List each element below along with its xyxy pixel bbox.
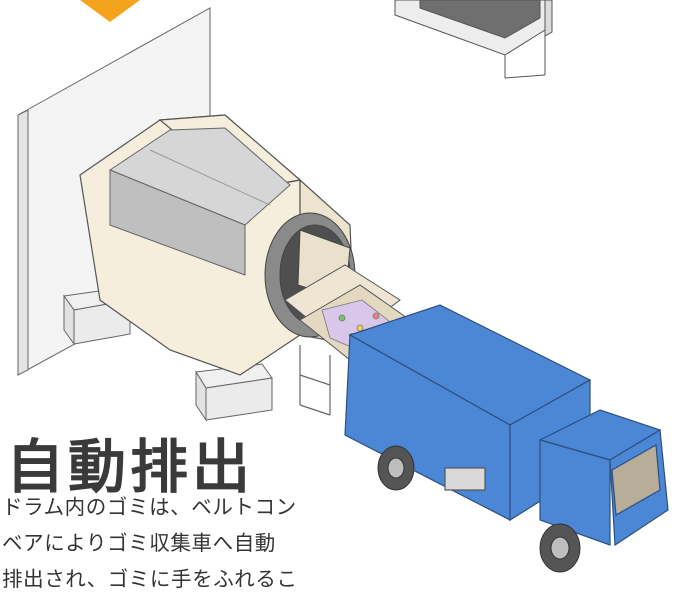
conveyor-frame — [299, 345, 331, 416]
description-line-1: ドラム内のゴミは、ベルトコン — [2, 495, 297, 519]
upper-unit — [394, 0, 553, 79]
page-heading: 自動排出 — [6, 433, 255, 501]
steel-drum — [108, 127, 291, 276]
garbage-truck — [344, 304, 669, 547]
description-line-2: ベアによりゴミ収集車へ自動 — [2, 531, 276, 555]
machine-illustration — [17, 0, 669, 573]
orange-arrow-icon — [80, 0, 140, 22]
truck-wheels — [377, 445, 581, 573]
description-line-3: 排出され、ゴミに手をふれるこ — [2, 567, 298, 591]
